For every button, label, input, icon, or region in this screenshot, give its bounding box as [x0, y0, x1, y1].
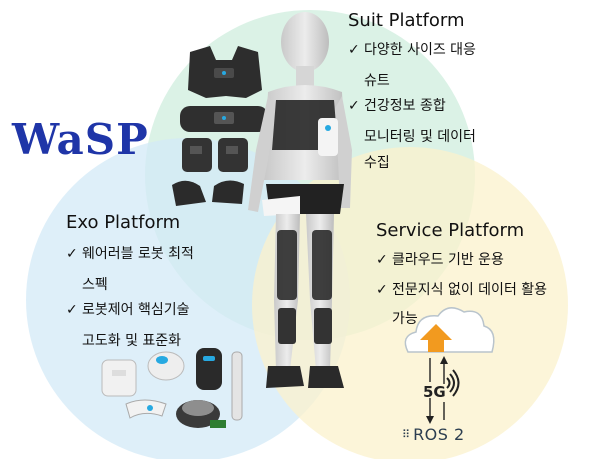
5g-label: 5G	[423, 383, 446, 401]
ros2-logo: ⠿ROS 2	[402, 425, 465, 444]
exo-bullet-1: ✓웨어러블 로봇 최적	[66, 240, 194, 268]
check-icon: ✓	[66, 302, 78, 318]
link-bar-part	[231, 351, 243, 421]
exo-bullet-2: ✓로봇제어 핵심기술	[66, 296, 190, 324]
check-icon: ✓	[348, 42, 360, 58]
service-bullet-2-cont: 가능	[392, 311, 418, 327]
wasp-logo: WaSP	[12, 115, 149, 164]
wireless-signal-icon	[446, 369, 460, 397]
controller-box-part	[101, 359, 137, 397]
check-icon: ✓	[348, 98, 360, 114]
suit-bullet-2: ✓건강정보 종합	[348, 92, 446, 120]
arrow-up-icon	[420, 324, 452, 352]
belt-part	[180, 106, 268, 132]
connection-arrows	[426, 356, 448, 424]
foot-plates-part	[172, 180, 244, 206]
service-platform-title: Service Platform	[376, 220, 525, 241]
suit-bullet-1-cont: 슈트	[364, 73, 390, 89]
service-bullet-1: ✓클라우드 기반 운용	[376, 246, 504, 274]
exo-bullet-2-cont: 고도화 및 표준화	[82, 333, 182, 349]
vest-part	[188, 46, 262, 98]
exo-bullet-1-cont: 스펙	[82, 277, 108, 293]
ros2-label: ROS 2	[413, 425, 465, 444]
check-icon: ✓	[376, 252, 388, 268]
service-bullet-2: ✓전문지식 없이 데이터 활용	[376, 276, 547, 304]
handle-part	[125, 399, 167, 419]
cloud-icon	[404, 307, 495, 353]
exo-platform-title: Exo Platform	[66, 212, 181, 233]
actuator-motor-part	[176, 400, 226, 428]
ros-logo-icon: ⠿	[402, 428, 411, 441]
sensor-pad-part	[147, 351, 185, 381]
battery-part	[196, 348, 222, 390]
suit-bullet-2-cont-1: 모니터링 및 데이터	[364, 129, 476, 145]
suit-bullet-2-cont-2: 수집	[364, 155, 390, 171]
check-icon: ✓	[376, 282, 388, 298]
leg-cuffs-part	[182, 138, 248, 172]
suit-bullet-1: ✓다양한 사이즈 대응	[348, 36, 476, 64]
suit-platform-title: Suit Platform	[348, 10, 465, 31]
check-icon: ✓	[66, 246, 78, 262]
